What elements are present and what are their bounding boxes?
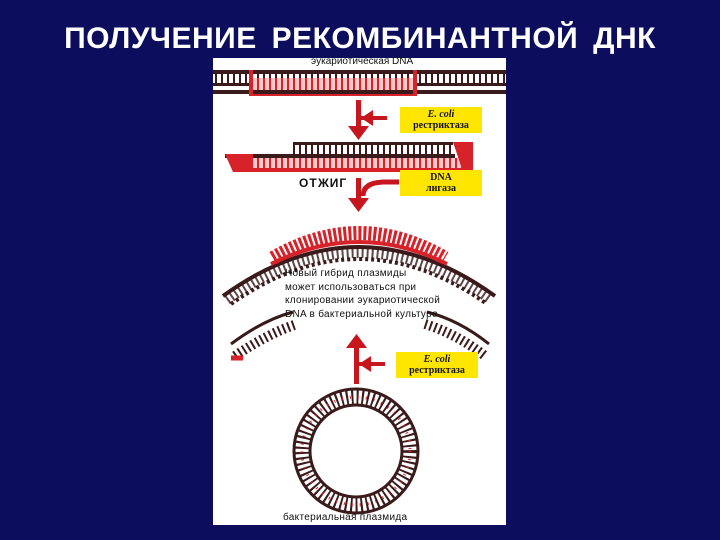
eukaryotic-dna-label: эукариотическая DNA xyxy=(311,56,414,67)
hybrid-plasmid-arc xyxy=(221,226,497,306)
eukaryotic-dna-strand xyxy=(213,70,506,96)
slide-title: ПОЛУЧЕНИЕ РЕКОМБИНАНТНОЙ ДНК xyxy=(64,22,656,55)
hybrid-plasmid-note: Новый гибрид плазмиды может использовать… xyxy=(285,267,485,321)
diagram-graphics xyxy=(213,70,506,515)
enzyme-1-line2: рестриктаза xyxy=(413,120,469,131)
recombinant-dna-diagram: эукариотическая DNA E. coli рестриктаза … xyxy=(213,56,506,525)
ligase-line2: лигаза xyxy=(426,183,456,194)
note-line-4: DNA в бактериальной культуре xyxy=(285,308,438,320)
note-line-3: клонировании эукариотической xyxy=(285,295,441,306)
ligase-line1: DNA xyxy=(430,172,452,183)
note-line-1: Новый гибрид плазмиды xyxy=(285,268,407,279)
dna-fragment xyxy=(225,142,473,172)
enzyme-1-line1: E. coli xyxy=(427,109,455,120)
note-line-2: может использоваться при xyxy=(285,281,417,293)
cut-plasmid-right xyxy=(423,310,490,360)
sticky-end-marks xyxy=(249,70,417,96)
bacterial-plasmid-ring xyxy=(292,387,420,515)
annealing-label: ОТЖИГ xyxy=(299,176,348,190)
arrow-down-2 xyxy=(348,178,399,212)
enzyme-3-line1: E. coli xyxy=(423,354,451,365)
dna-ligase-box: DNA лигаза xyxy=(400,170,482,196)
arrow-up-3 xyxy=(346,334,385,384)
restriction-enzyme-box-2: E. coli рестриктаза xyxy=(396,352,478,378)
restriction-enzyme-box-1: E. coli рестриктаза xyxy=(400,107,482,133)
cut-plasmid-left xyxy=(230,310,299,361)
bacterial-plasmid-label: бактериальная плазмида xyxy=(283,512,408,523)
enzyme-3-line2: рестриктаза xyxy=(409,365,465,376)
arrow-down-1 xyxy=(348,100,387,140)
